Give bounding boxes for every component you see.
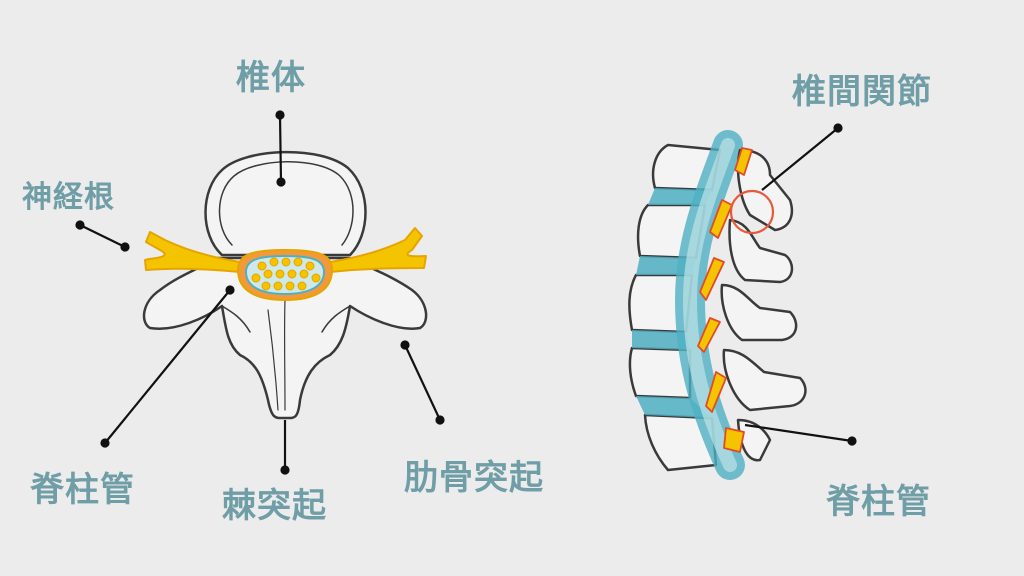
vertebral-body-rim <box>218 161 354 246</box>
spinous-ridge-2 <box>267 309 279 411</box>
nerve-root-left-shape <box>144 231 241 273</box>
label-spinal-canal-right: 脊柱管 <box>826 482 931 522</box>
label-spinal-canal-left: 脊柱管 <box>30 470 135 510</box>
left-leader-lines <box>75 110 445 475</box>
axial-vertebra-illustration <box>142 150 428 420</box>
facet-joints <box>697 147 753 453</box>
label-facet-joint: 椎間関節 <box>792 72 932 112</box>
posterior-element-3 <box>720 283 798 342</box>
spinal-canal-band-inner <box>683 138 737 472</box>
label-costal-process: 肋骨突起 <box>404 458 544 498</box>
label-nerve-root: 神経根 <box>22 180 115 215</box>
posterior-element-4 <box>722 348 807 412</box>
lamina-detail-left <box>221 305 251 333</box>
lamina-detail-right <box>321 305 351 333</box>
vertebra-body-4 <box>628 346 692 400</box>
label-vertebral-body: 椎体 <box>236 58 306 98</box>
vertebral-body-shape <box>204 150 367 257</box>
cauda-equina-fibers <box>251 257 321 291</box>
lateral-spine-illustration <box>628 130 807 480</box>
posterior-element-1 <box>736 148 794 232</box>
facet-joint-highlight-circle <box>729 189 775 235</box>
right-leader-lines <box>744 123 857 446</box>
label-spinous-process: 棘突起 <box>222 486 327 526</box>
nerve-root-right-shape <box>329 227 427 273</box>
vertebra-body-5 <box>643 413 718 472</box>
